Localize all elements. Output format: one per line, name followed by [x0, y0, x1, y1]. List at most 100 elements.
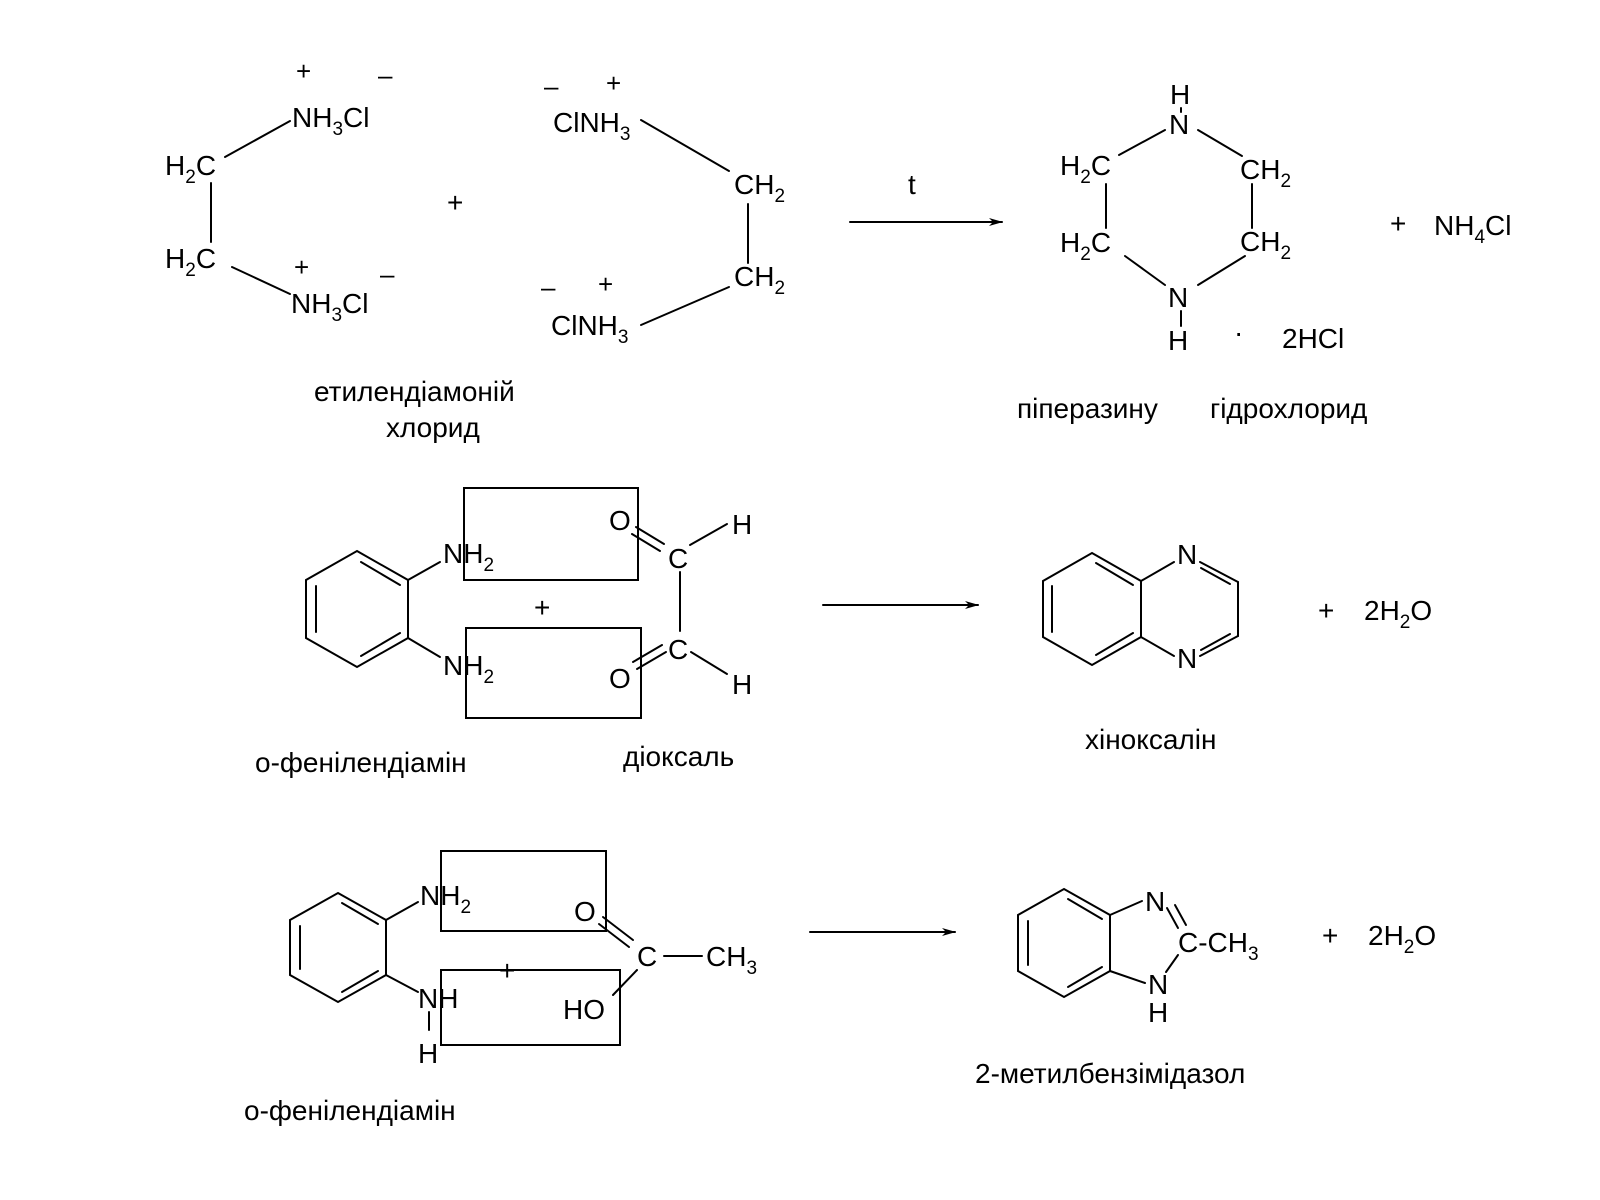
reactant1-name: о-фенілендіамін [255, 747, 467, 778]
bond [1165, 954, 1179, 973]
reaction-3: NH2 NH H + O HO C CH3 [244, 850, 1436, 1126]
glyoxal-structure: O C H C O H [609, 505, 752, 700]
product-name: хіноксалін [1085, 724, 1216, 755]
bond [1174, 904, 1187, 926]
bond [1197, 129, 1243, 157]
bond [690, 651, 728, 675]
reactant2-name: діоксаль [623, 741, 734, 772]
n-label: N [1145, 886, 1165, 917]
charge-plus-top: + [606, 68, 621, 98]
bond [640, 119, 730, 172]
bond [385, 974, 419, 993]
h-bottom-label: H [1168, 325, 1188, 356]
o-label: O [574, 896, 596, 927]
h-top-label: H [1170, 79, 1190, 110]
bond [231, 266, 291, 295]
bond [1199, 561, 1239, 583]
nh-label: NH [418, 983, 458, 1014]
byproduct-plus: + [1390, 208, 1406, 239]
bond [602, 916, 634, 941]
nh-n-label: N [1148, 969, 1168, 1000]
inner-bond [1095, 562, 1134, 586]
bond [1109, 970, 1146, 984]
product-name: 2-метилбензімідазол [975, 1058, 1245, 1089]
product-name-right: гідрохлорид [1210, 393, 1367, 424]
ethylenediammonium-right-structure: – + ClNH3 CH2 CH2 – + ClNH3 [541, 68, 785, 348]
nh2-label: NH2 [420, 880, 471, 918]
c-ch3-label: C-CH3 [1178, 927, 1259, 965]
ch2-bottom-label: CH2 [734, 261, 785, 299]
condensation-box-bottom [465, 627, 642, 719]
h2c-top-label: H2C [165, 150, 216, 188]
condition-label: t [908, 169, 916, 200]
charge-plus-top: + [296, 56, 311, 86]
ethylenediammonium-left-structure: + – NH3Cl H2C H2C + – NH3Cl [165, 56, 395, 326]
quinoxaline-structure: N N [1042, 539, 1239, 674]
condensation-box-bottom [440, 969, 621, 1046]
bond [1197, 255, 1246, 286]
n-bottom-label: N [1168, 282, 1188, 313]
h-label: H [418, 1038, 438, 1069]
h-top-label: H [732, 509, 752, 540]
n-bottom-label: N [1177, 643, 1197, 674]
bond [598, 923, 630, 948]
charge-minus-top: – [378, 60, 393, 90]
salt-label: 2HCl [1282, 323, 1344, 354]
reaction-2: NH2 NH2 + O C H C O H [255, 487, 1432, 778]
charge-minus-top: – [544, 71, 559, 101]
reactant-name-line2: хлорид [386, 412, 480, 443]
condensation-box-top [440, 850, 607, 932]
c-top-label: C [668, 543, 688, 574]
n-top-label: N [1177, 539, 1197, 570]
h2c-bottom-label: H2C [165, 243, 216, 281]
bond [1109, 900, 1143, 916]
water-label: 2H2O [1368, 920, 1436, 958]
inner-bond [1067, 966, 1103, 988]
inner-bond [1067, 898, 1103, 920]
bond [407, 637, 441, 658]
benzene-ring [289, 891, 387, 1004]
bond [635, 526, 665, 545]
o-phenylenediamine-structure-3: NH2 NH H [289, 880, 471, 1069]
c-label: C [637, 941, 657, 972]
nh4cl-label: NH4Cl [1434, 210, 1511, 248]
dot-separator: · [1234, 317, 1243, 348]
nh3cl-top-label: NH3Cl [292, 102, 369, 140]
inner-bond [360, 561, 401, 586]
ch2-right-bottom-label: CH2 [1240, 226, 1291, 264]
h2c-left-top-label: H2C [1060, 150, 1111, 188]
o-top-label: O [609, 505, 631, 536]
inner-bond [1095, 632, 1134, 656]
n-top-label: N [1169, 109, 1189, 140]
bond [1166, 907, 1179, 929]
bond [407, 561, 441, 581]
charge-minus-bottom: – [380, 259, 395, 289]
inner-bond [1200, 567, 1231, 585]
c-bottom-label: C [668, 634, 688, 665]
nh-h-label: H [1148, 997, 1168, 1028]
bond [631, 533, 661, 552]
bond [1140, 561, 1175, 582]
reactant1-name: о-фенілендіамін [244, 1095, 456, 1126]
nh3cl-bottom-label: NH3Cl [291, 288, 368, 326]
condensation-box-top [463, 487, 639, 581]
methylbenzimidazole-structure: N C-CH3 N H [1017, 886, 1259, 1028]
bond [224, 120, 291, 158]
water-label: 2H2O [1364, 595, 1432, 633]
benzene-ring [305, 549, 409, 669]
ch2-top-label: CH2 [734, 169, 785, 207]
ho-label: HO [563, 994, 605, 1025]
benzene-ring [1017, 887, 1111, 999]
product-name-left: піперазину [1017, 393, 1158, 424]
reaction-1: + – NH3Cl H2C H2C + – NH3Cl + – + ClNH3 … [165, 56, 1511, 443]
bond [632, 644, 663, 663]
bond [640, 286, 730, 326]
bond [385, 901, 419, 921]
inner-bond [341, 902, 379, 925]
byproduct-plus: + [1318, 595, 1334, 626]
bond [1199, 635, 1239, 657]
plus-sign: + [534, 592, 550, 623]
bond [689, 523, 728, 546]
acetic-acid-structure: O HO C CH3 [563, 896, 757, 1025]
